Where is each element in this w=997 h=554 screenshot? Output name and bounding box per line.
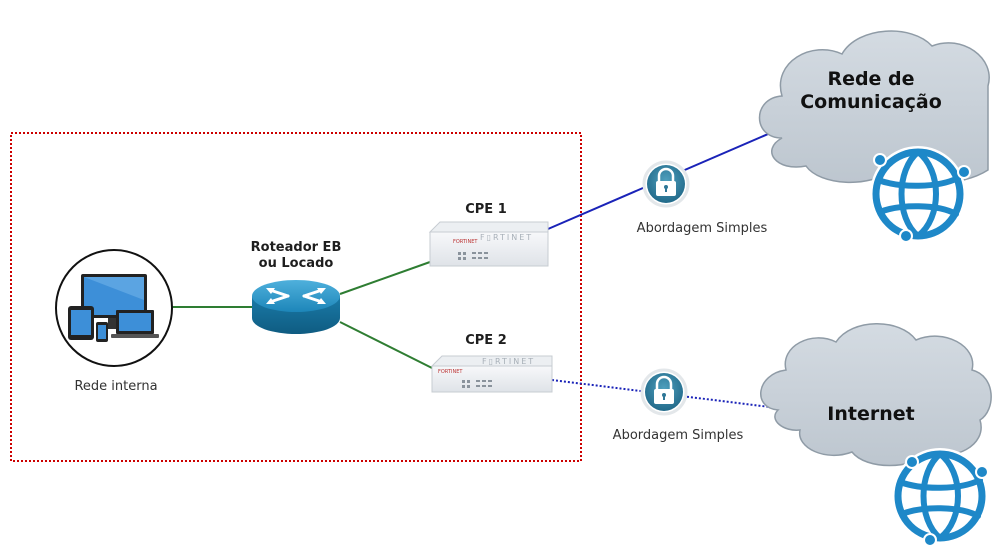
approach-label-bottom: Abordagem Simples <box>612 428 744 443</box>
lock-icon <box>642 160 690 208</box>
svg-text:FORTINET: FORTINET <box>438 369 463 375</box>
cloud-label-comm-line2: Comunicação <box>800 91 942 113</box>
cloud-label-comm-line1: Rede de <box>827 68 915 90</box>
router-label-line2: ou Locado <box>258 256 334 271</box>
globe-network-icon <box>870 146 971 243</box>
globe-network-icon <box>892 448 989 547</box>
cloud-label-internet: Internet <box>827 403 915 425</box>
internal-network-label: Rede interna <box>74 379 158 394</box>
cpe1-label: CPE 1 <box>465 202 507 217</box>
link-router-cpe2 <box>339 321 433 369</box>
router-icon <box>252 280 340 334</box>
cpe2-label: CPE 2 <box>465 333 507 348</box>
link-router-cpe1 <box>339 261 431 295</box>
firewall-appliance-icon: FORTINET F▯RTINET <box>428 221 549 267</box>
lock-icon <box>640 368 688 416</box>
cloud-icon <box>760 323 992 467</box>
internal-boundary <box>10 132 582 462</box>
firewall-appliance-icon: FORTINET F▯RTINET <box>430 355 553 393</box>
router-label-line1: Roteador EB <box>250 240 342 255</box>
svg-text:F▯RTINET: F▯RTINET <box>480 233 533 242</box>
cloud-icon <box>758 30 990 184</box>
approach-label-top: Abordagem Simples <box>636 221 768 236</box>
svg-text:FORTINET: FORTINET <box>453 239 478 245</box>
svg-text:F▯RTINET: F▯RTINET <box>482 357 535 366</box>
devices-icon <box>55 249 173 367</box>
